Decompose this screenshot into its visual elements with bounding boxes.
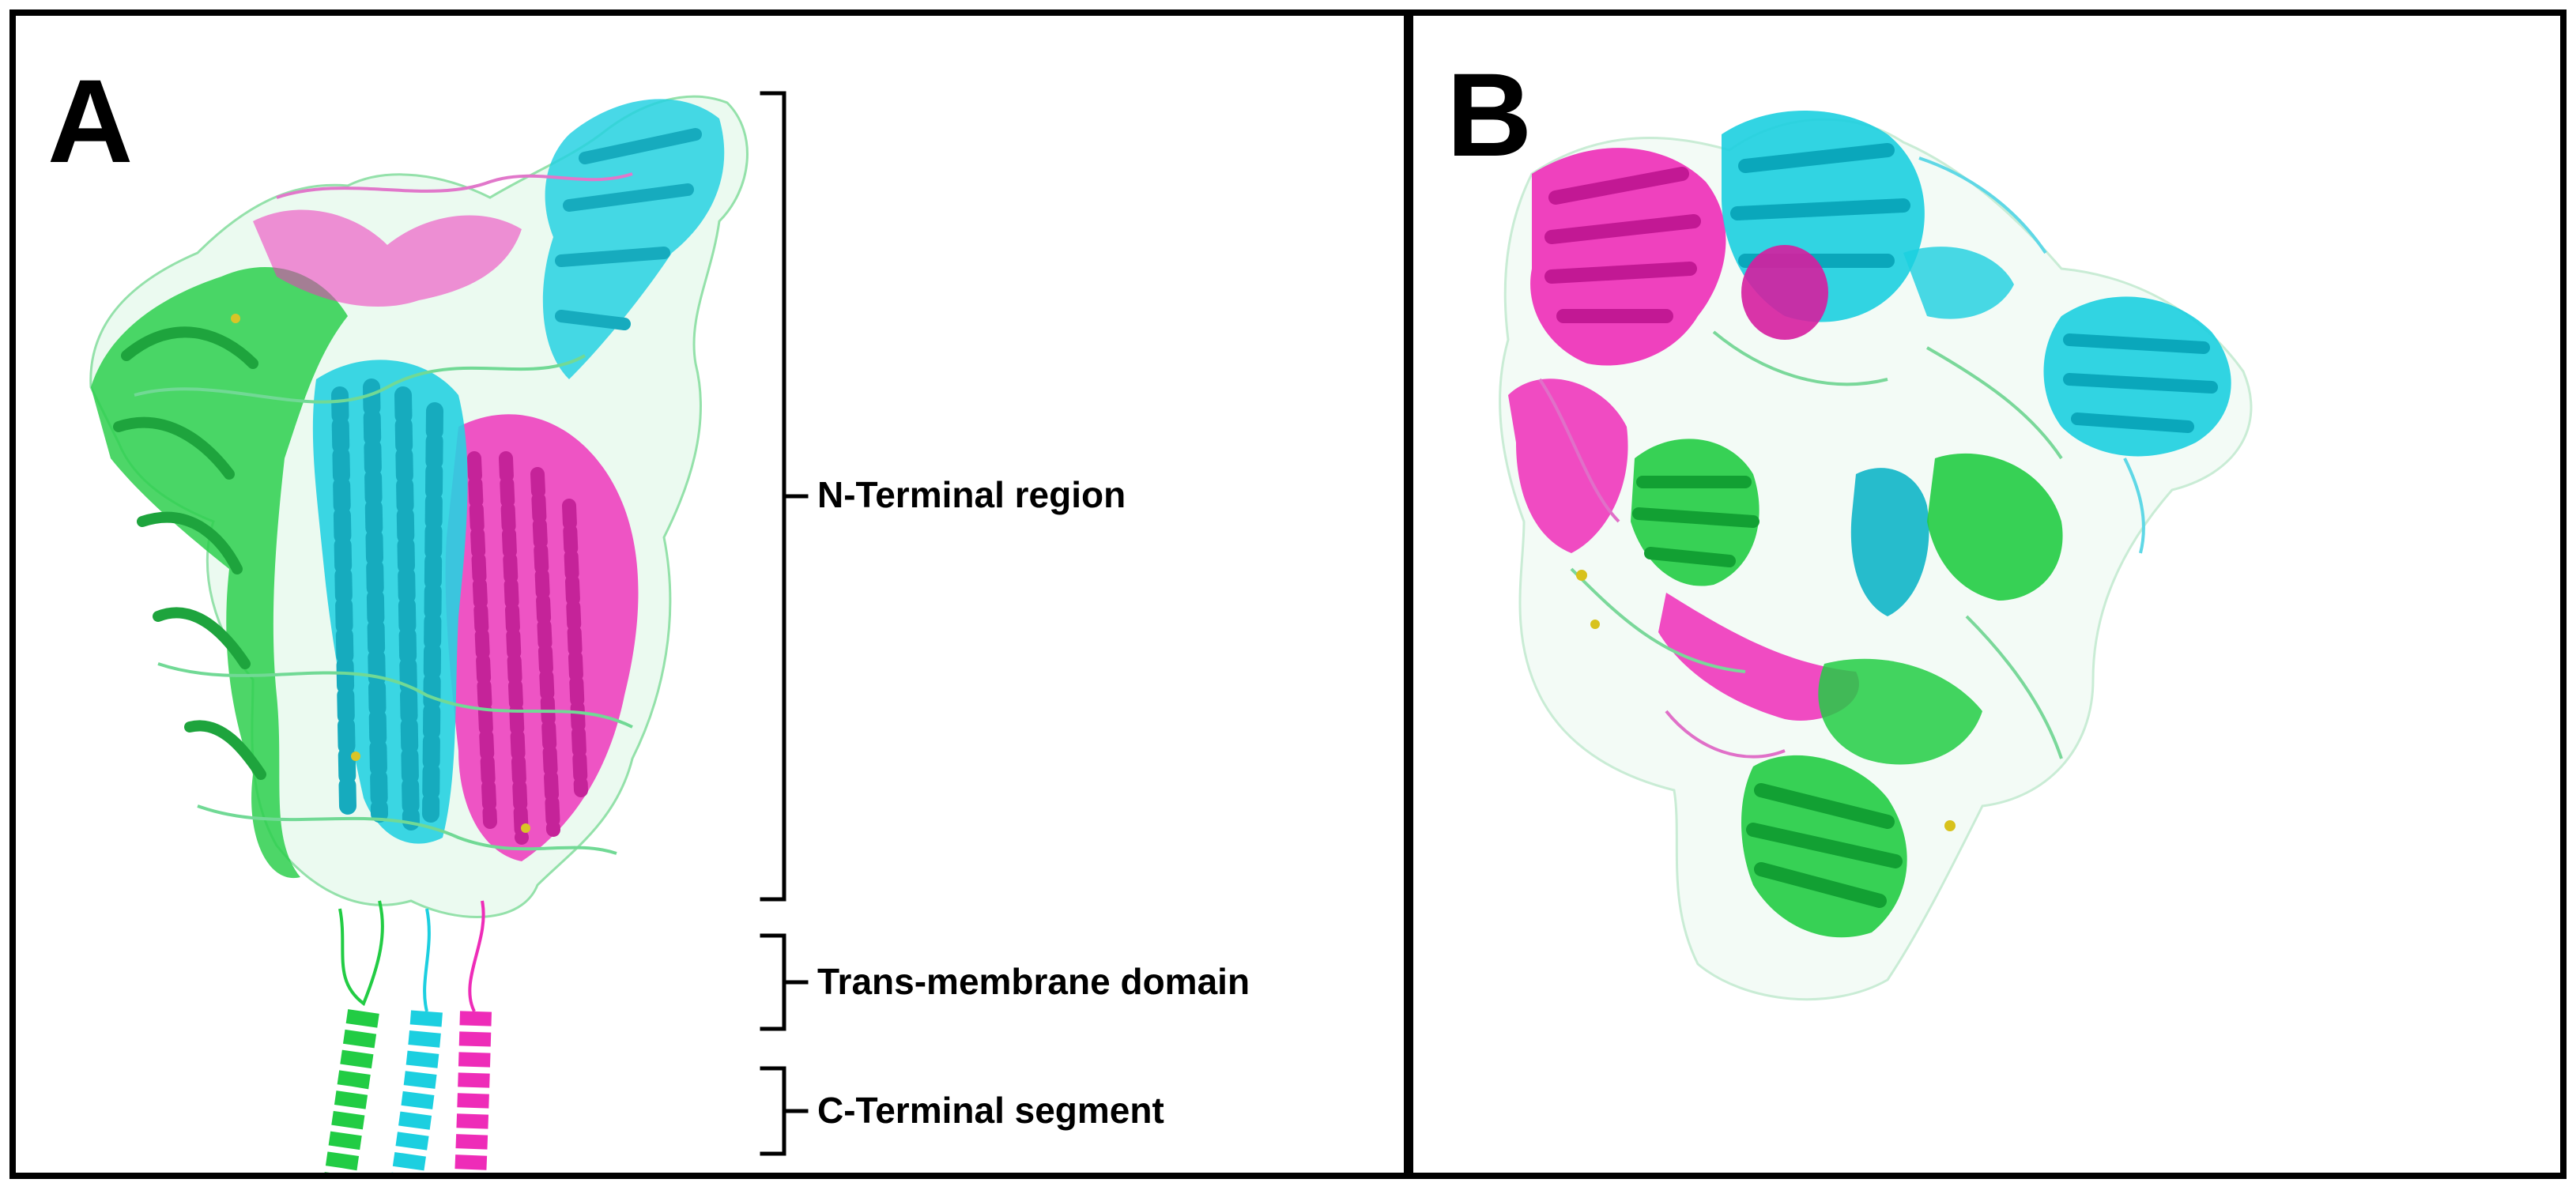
spike-protein-side-view — [89, 91, 809, 1173]
panel-letter-b: B — [1446, 48, 1533, 181]
protein-body-top — [1499, 111, 2253, 1001]
panel-b: B — [1407, 9, 2567, 1179]
panel-a: A — [9, 9, 1410, 1179]
label-c-terminal: C-Terminal segment — [817, 1090, 1164, 1131]
protein-body-side — [89, 95, 749, 918]
spike-protein-top-view — [1499, 111, 2253, 1001]
label-trans-membrane: Trans-membrane domain — [817, 961, 1250, 1002]
c-terminal-helices — [324, 1009, 492, 1173]
region-brackets — [760, 91, 809, 1156]
bracket-c-terminal — [760, 1066, 809, 1156]
bracket-n-terminal — [760, 91, 809, 902]
bracket-trans-membrane — [760, 933, 809, 1031]
label-n-terminal: N-Terminal region — [817, 474, 1126, 515]
panel-letter-a: A — [47, 55, 134, 187]
stem-region — [338, 900, 485, 1012]
